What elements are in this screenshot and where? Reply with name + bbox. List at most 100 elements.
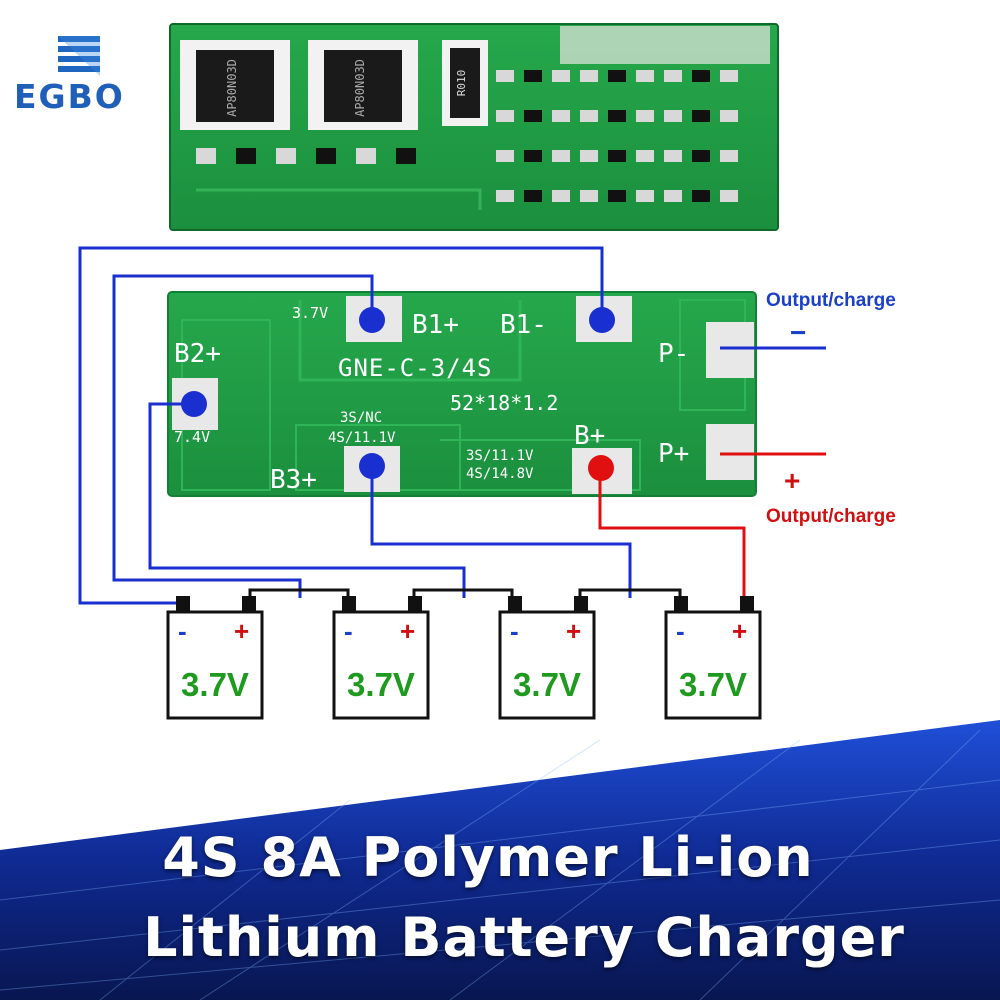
smd-part	[664, 70, 682, 82]
title-line-2: Lithium Battery Charger	[143, 906, 905, 969]
smd-part	[692, 190, 710, 202]
link-cell3-cell4	[578, 588, 682, 598]
smd-part	[356, 148, 376, 164]
wire-b1-plus	[112, 274, 374, 598]
smd-part	[236, 148, 256, 164]
smd-part	[496, 190, 514, 202]
negative-terminal	[342, 596, 356, 612]
smd-part	[496, 110, 514, 122]
smd-components	[196, 70, 738, 202]
smd-part	[608, 150, 626, 162]
bplus-voltage-line2: 4S/14.8V	[466, 466, 534, 482]
positive-terminal	[242, 596, 256, 612]
pad-p-plus	[706, 424, 754, 480]
smd-part	[608, 110, 626, 122]
b3-voltage-line2: 4S/11.1V	[328, 430, 396, 446]
smd-part	[524, 190, 542, 202]
mosfet-chip-1	[196, 50, 274, 122]
sense-resistor	[450, 48, 480, 118]
cell-minus-sign: -	[178, 616, 187, 646]
pad-p-minus	[706, 322, 754, 378]
pad-label-b2-plus: B2+	[174, 339, 221, 369]
output-positive-sign: +	[784, 465, 800, 496]
smd-part	[664, 110, 682, 122]
positive-terminal	[408, 596, 422, 612]
link-cell1-cell2	[248, 588, 350, 598]
wiring	[78, 246, 826, 605]
cell-minus-sign: -	[510, 616, 519, 646]
smd-part	[720, 150, 738, 162]
negative-terminal	[176, 596, 190, 612]
smd-part	[692, 150, 710, 162]
cell-body	[664, 610, 762, 720]
smd-part	[496, 150, 514, 162]
dot-b-plus	[588, 455, 614, 481]
cell-minus-sign: -	[676, 616, 685, 646]
mosfet-chip-2	[324, 50, 402, 122]
pad-label-b-plus: B+	[574, 421, 605, 451]
link-cell2-cell3	[412, 588, 514, 598]
smd-part	[720, 190, 738, 202]
battery-cell: - +3.7V	[166, 596, 264, 720]
cell-body	[332, 610, 430, 720]
board-model: GNE-C-3/4S	[338, 354, 493, 382]
smd-part	[552, 190, 570, 202]
connection-points	[181, 307, 615, 481]
smd-part	[692, 110, 710, 122]
cell-plus-sign: +	[732, 616, 747, 646]
smd-part	[636, 150, 654, 162]
negative-terminal	[508, 596, 522, 612]
cell-voltage: 3.7V	[347, 666, 415, 703]
smd-part	[608, 70, 626, 82]
cell-minus-sign: -	[344, 616, 353, 646]
dot-b2-plus	[181, 391, 207, 417]
smd-part	[196, 148, 216, 164]
b1-voltage-label: 3.7V	[292, 304, 328, 322]
wire-b3-plus	[370, 464, 632, 598]
chip-1-label: AP80N03D	[225, 59, 239, 117]
pad-label-b1-plus: B1+	[412, 310, 459, 340]
b2-voltage-label: 7.4V	[174, 428, 210, 446]
pad-label-p-minus: P-	[658, 339, 689, 369]
dot-b1-minus	[589, 307, 615, 333]
output-negative-sign: −	[790, 317, 806, 348]
smd-part	[552, 110, 570, 122]
smd-part	[636, 190, 654, 202]
battery-cell: - +3.7V	[664, 596, 762, 720]
pad-label-p-plus: P+	[658, 439, 689, 469]
dot-b1-plus	[359, 307, 385, 333]
smd-part	[720, 70, 738, 82]
smd-part	[524, 150, 542, 162]
smd-part	[664, 190, 682, 202]
cell-body	[166, 610, 264, 720]
resistor-label: R010	[455, 70, 468, 97]
smd-part	[664, 150, 682, 162]
wire-b-plus	[598, 468, 746, 598]
smd-part	[580, 70, 598, 82]
smd-part	[552, 150, 570, 162]
battery-cell: -+3.7V	[498, 596, 596, 720]
cell-plus-sign: +	[566, 616, 581, 646]
b3-voltage-line1: 3S/NC	[340, 410, 382, 426]
smd-part	[580, 110, 598, 122]
smd-part	[496, 70, 514, 82]
board-dimensions: 52*18*1.2	[450, 391, 558, 415]
smd-part	[552, 70, 570, 82]
chip-2-label: AP80N03D	[353, 59, 367, 117]
battery-cells: -+3.7V-+3.7V-+3.7V-+3.7V	[166, 596, 762, 720]
battery-cell: - +3.7V	[332, 596, 430, 720]
smd-part	[396, 148, 416, 164]
title-line-1: 4S 8A Polymer Li-ion	[162, 826, 814, 889]
negative-terminal	[674, 596, 688, 612]
brand-name: EGBO	[14, 77, 125, 116]
smd-part	[524, 110, 542, 122]
brand-logo: EGBO	[14, 36, 125, 116]
positive-terminal	[574, 596, 588, 612]
cell-plus-sign: +	[234, 616, 249, 646]
wire-b2-plus	[148, 402, 466, 598]
cell-plus-sign: +	[400, 616, 415, 646]
smd-part	[276, 148, 296, 164]
cell-voltage: 3.7V	[181, 666, 249, 703]
cell-voltage: 3.7V	[679, 666, 747, 703]
